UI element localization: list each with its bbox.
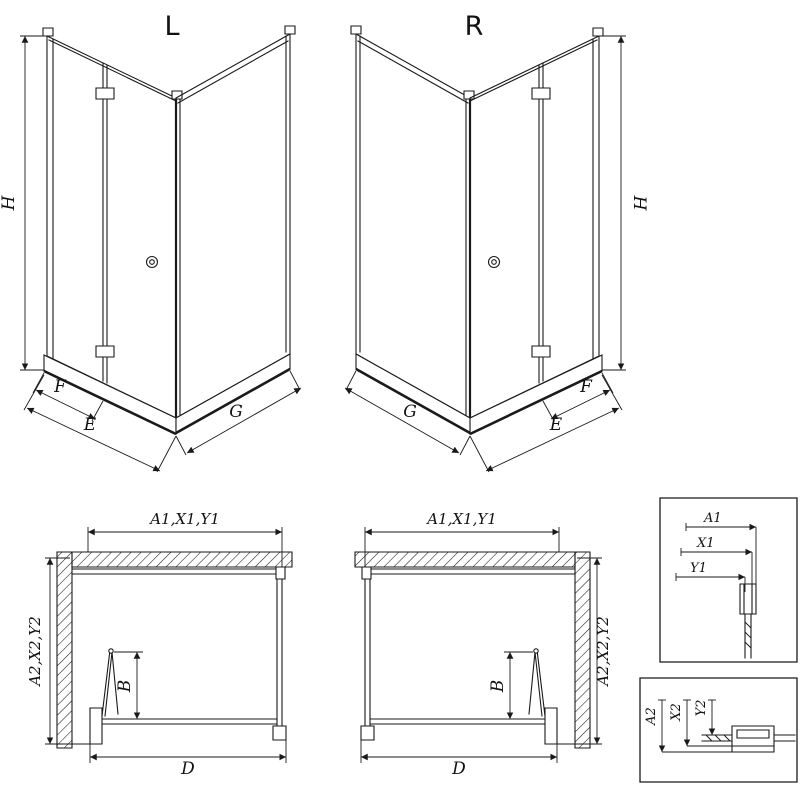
plan-right-bottom-dimension: D	[361, 740, 557, 779]
iso-right-height-dimension: H	[601, 36, 649, 370]
dim-label-a1x1y1-right: A1,X1,Y1	[425, 510, 497, 528]
dim-label-y1-detail: Y1	[690, 561, 707, 576]
wall-section-right	[575, 552, 590, 748]
plan-left-glass	[72, 567, 286, 744]
dim-label-a2x2y2-left: A2,X2,Y2	[26, 616, 44, 688]
iso-right-fixed-panel	[351, 26, 470, 418]
detail-bottom-profile	[702, 726, 795, 752]
dim-label-h-right: H	[629, 195, 649, 212]
plan-left-door-dimension: B	[114, 652, 143, 719]
iso-view-left: L	[0, 11, 301, 472]
door-pivot-profile	[545, 708, 557, 744]
dim-label-x2-detail: X2	[669, 703, 684, 722]
plan-right-glass	[361, 567, 575, 744]
plan-left-bottom-dimension: D	[90, 740, 286, 779]
detail-top-profile	[740, 584, 756, 658]
dim-label-b-left: B	[115, 680, 135, 694]
iso-right-tray	[356, 354, 602, 434]
dim-label-d-right: D	[451, 759, 466, 779]
detail-top-dimensions: A1 X1 Y1	[676, 511, 756, 592]
wall-bracket-icon	[285, 26, 295, 34]
plan-left-side-dimension: A2,X2,Y2	[26, 558, 90, 744]
detail-frame	[660, 498, 797, 662]
iso-right-corner-post	[464, 91, 474, 418]
wall-section-top	[355, 552, 575, 567]
dim-label-e-left: E	[83, 415, 97, 435]
view-title-left: L	[164, 11, 179, 42]
iso-left-fixed-panel	[176, 26, 295, 418]
wall-bracket-icon	[351, 26, 361, 34]
detail-box-bottom: A2 X2 Y2	[640, 678, 797, 782]
plan-right-folded-door	[529, 649, 545, 716]
dim-label-a1x1y1-left: A1,X1,Y1	[148, 510, 220, 528]
hinge-icon	[532, 88, 550, 99]
dim-label-a1-detail: A1	[703, 511, 722, 526]
detail-box-top: A1 X1 Y1	[660, 498, 797, 662]
plan-view-left: A1,X1,Y1 A2,X2,Y2 B D	[26, 510, 292, 779]
wall-section-left	[57, 552, 72, 748]
wall-section-top	[72, 552, 292, 567]
iso-right-door-panel	[470, 28, 603, 418]
dim-label-e-right: E	[549, 415, 563, 435]
iso-left-height-dimension: H	[0, 36, 45, 370]
plan-right-top-dimension: A1,X1,Y1	[365, 510, 559, 567]
wall-bracket-icon	[43, 28, 53, 36]
iso-left-corner-post	[172, 91, 182, 418]
plan-view-right: A1,X1,Y1 A2,X2,Y2 B D	[355, 510, 612, 779]
fold-hinge-icon	[534, 649, 538, 653]
dim-label-y2-detail: Y2	[694, 700, 709, 717]
dim-label-x1-detail: X1	[696, 536, 715, 551]
hinge-icon	[532, 346, 550, 357]
dim-label-f-right: F	[579, 377, 593, 397]
iso-view-right: R	[345, 11, 649, 472]
dim-label-a2-detail: A2	[644, 707, 659, 726]
dim-label-g-right: G	[403, 402, 417, 422]
plan-right-side-dimension: A2,X2,Y2	[557, 558, 612, 744]
dim-label-f-left: F	[53, 377, 67, 397]
dim-label-d-left: D	[180, 759, 195, 779]
dim-label-b-right: B	[488, 680, 508, 694]
detail-bottom-dimensions: A2 X2 Y2	[644, 700, 732, 752]
dim-label-h-left: H	[0, 194, 19, 211]
dim-label-a2x2y2-right: A2,X2,Y2	[594, 616, 612, 688]
door-pivot-profile	[90, 708, 102, 744]
iso-left-door-panel	[43, 28, 176, 418]
plan-left-top-dimension: A1,X1,Y1	[88, 510, 282, 567]
hinge-icon	[96, 88, 114, 99]
hinge-icon	[96, 346, 114, 357]
iso-right-width-dimensions: F E G	[345, 371, 622, 472]
plan-left-folded-door	[102, 649, 118, 716]
fold-hinge-icon	[109, 649, 113, 653]
view-title-right: R	[465, 11, 484, 42]
plan-right-door-dimension: B	[488, 652, 533, 719]
iso-left-tray	[44, 354, 290, 434]
iso-left-width-dimensions: F E G	[24, 371, 301, 472]
wall-bracket-icon	[593, 28, 603, 36]
dim-label-g-left: G	[229, 402, 243, 422]
